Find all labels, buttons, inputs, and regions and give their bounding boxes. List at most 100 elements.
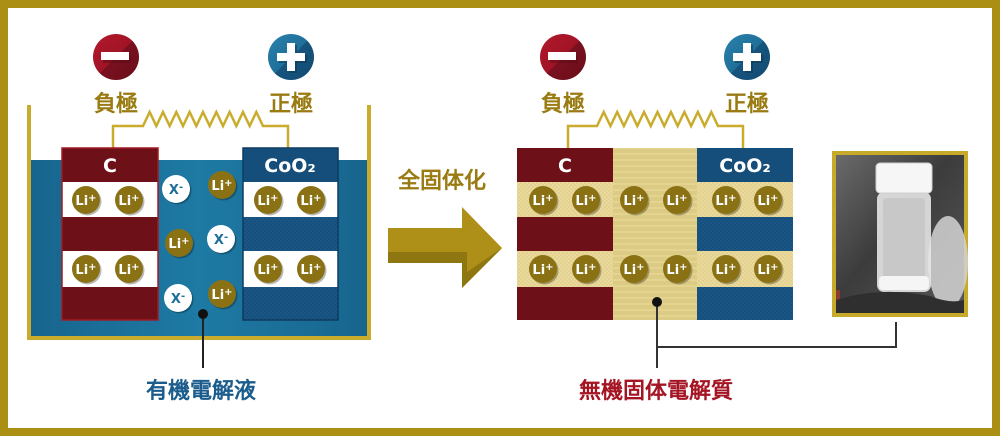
ion-circle [72, 255, 100, 283]
ion-circle [164, 284, 192, 312]
lithium-ion: Li+ [663, 255, 693, 285]
ion-symbol: Li [75, 263, 88, 278]
ion-circle [712, 255, 740, 283]
ion-circle [115, 186, 143, 214]
ion-circle [297, 255, 325, 283]
ion-circle [620, 255, 648, 283]
ion-symbol: Li [257, 194, 270, 209]
vial-powder-coating [883, 198, 925, 278]
transition: 全固体化 [388, 168, 502, 288]
ion-symbol: Li [666, 263, 679, 278]
ion-charge: - [179, 182, 183, 193]
ion-label: Li+ [715, 262, 736, 278]
ion-circle [162, 175, 190, 203]
lithium-ion: Li+ [712, 255, 742, 285]
electrolyte-container [27, 105, 371, 340]
cathode-outline [242, 147, 339, 321]
positive-terminal: 正極 [724, 34, 770, 117]
ion-charge: + [131, 262, 139, 273]
ion-circle [572, 186, 600, 214]
ion-circle [208, 280, 236, 308]
ion-circle [254, 255, 282, 283]
callout-dot [198, 309, 208, 319]
external-circuit-wire [566, 109, 745, 148]
lithium-ion: Li+ [115, 186, 145, 216]
ion-charge: + [313, 262, 321, 273]
anode-carbon: C [61, 147, 159, 321]
ion-label: Li+ [532, 262, 553, 278]
anode-material-label: C [558, 155, 572, 177]
ion-symbol: Li [757, 194, 770, 209]
ion-charge: + [88, 262, 96, 273]
ion-charge: + [545, 262, 553, 273]
ion-label: Li+ [257, 193, 278, 209]
lithium-ion: Li+ [297, 255, 327, 285]
ion-symbol: Li [211, 179, 224, 194]
ion-label: Li+ [211, 287, 232, 303]
ion-label: Li+ [257, 262, 278, 278]
powder-vial-photo [832, 151, 968, 317]
ion-charge: + [224, 178, 232, 189]
lithium-ion: Li+ [620, 186, 650, 216]
ion-symbol: Li [757, 263, 770, 278]
negative-terminal: 負極 [540, 34, 586, 117]
ion-label: Li+ [666, 193, 687, 209]
lithium-ion: Li+ [254, 255, 284, 285]
lithium-ion: Li+ [208, 280, 238, 310]
ion-circle [72, 186, 100, 214]
ion-label: Li+ [118, 262, 139, 278]
ion-charge: + [224, 287, 232, 298]
lithium-ion: Li+ [712, 186, 742, 216]
ion-label: Li+ [300, 262, 321, 278]
ion-label: Li+ [623, 193, 644, 209]
ion-circle [663, 186, 691, 214]
cathode-material-label: CoO₂ [264, 155, 315, 177]
ion-circle [208, 171, 236, 199]
ion-charge: + [679, 262, 687, 273]
carbon-layer [62, 287, 158, 320]
cobalt-oxide-layer [243, 217, 338, 251]
positive-electrode-label: 正極 [269, 91, 313, 117]
ion-circle [754, 186, 782, 214]
ion-circle [620, 186, 648, 214]
liquid-electrolyte-label: 有機電解液 [146, 378, 256, 404]
liquid-electrolyte-callout: 有機電解液 [146, 309, 256, 404]
ion-charge: + [313, 193, 321, 204]
carbon-layer [62, 217, 158, 251]
lithium-ion: Li+ [663, 186, 693, 216]
solid-battery-ions: Li+Li+Li+Li+Li+Li+Li+Li+Li+Li+Li+Li+ [529, 186, 784, 285]
cathode-header [697, 148, 793, 182]
ion-label: X- [171, 291, 185, 307]
ion-charge: + [131, 193, 139, 204]
ion-symbol: X [171, 292, 181, 307]
ion-circle [165, 229, 193, 257]
ion-charge: + [588, 193, 596, 204]
glove-highlight [928, 216, 968, 308]
positive-terminal: 正極 [268, 34, 314, 117]
ion-charge: + [679, 193, 687, 204]
ion-circle [572, 255, 600, 283]
vial-cap [875, 162, 933, 194]
lithium-ion: Li+ [529, 255, 559, 285]
lithium-ion: Li+ [72, 186, 102, 216]
solid-electrolyte [613, 148, 697, 320]
ion-charge: + [588, 262, 596, 273]
lithium-ion: Li+ [572, 186, 602, 216]
minus-circle-icon [540, 34, 586, 80]
vial-powder [879, 276, 929, 290]
ion-label: Li+ [211, 178, 232, 194]
anion-ion: X- [164, 284, 194, 314]
ion-circle [207, 225, 235, 253]
ion-charge: - [224, 232, 228, 243]
ion-symbol: Li [300, 194, 313, 209]
lithium-ion: Li+ [754, 186, 784, 216]
ion-label: Li+ [715, 193, 736, 209]
ion-label: Li+ [575, 193, 596, 209]
glove-thumb [836, 291, 964, 313]
lithium-ion: Li+ [254, 186, 284, 216]
ion-symbol: X [169, 183, 179, 198]
callout-dot [652, 297, 662, 307]
cathode-header [243, 148, 338, 182]
ion-symbol: Li [118, 194, 131, 209]
ion-charge: - [181, 291, 185, 302]
